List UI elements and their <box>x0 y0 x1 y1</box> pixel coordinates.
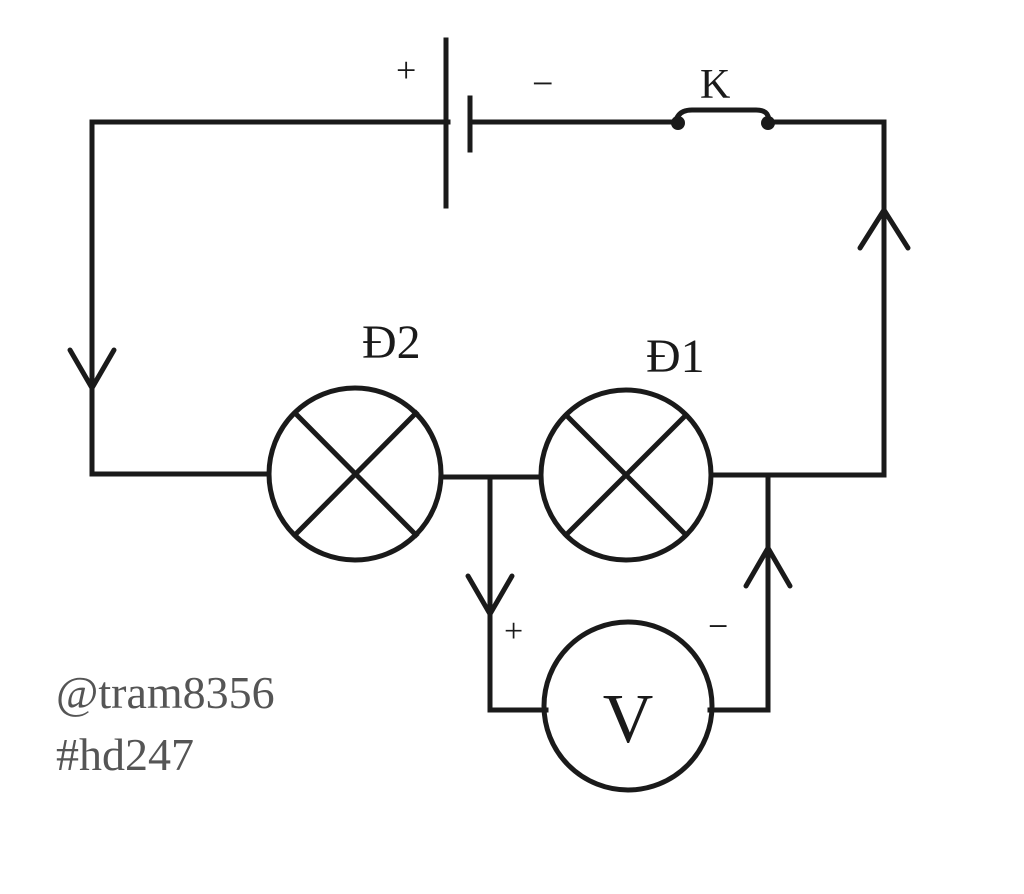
switch-contact-right <box>761 116 775 130</box>
current-arrows <box>67 207 911 617</box>
wire-lamp1-to-right <box>709 119 887 478</box>
voltmeter-wire-right <box>707 472 771 713</box>
voltmeter-circle <box>541 619 715 793</box>
lamp-d1-label: Đ1 <box>646 330 705 383</box>
wire-top-left <box>89 119 451 477</box>
battery-plus-label: + <box>396 50 416 90</box>
lamp-d1-cross-b <box>562 411 690 539</box>
voltmeter-branch: V + − <box>487 472 771 793</box>
watermark-tag: #hd247 <box>56 729 194 780</box>
battery-minus-label: − <box>532 63 553 105</box>
lamp-d2-label: Đ2 <box>362 316 421 369</box>
lamp-d2: Đ2 <box>266 316 444 563</box>
arrow-down-branch-icon <box>465 573 515 617</box>
switch-contact-left <box>671 116 685 130</box>
lamp-d1: Đ1 <box>538 330 714 563</box>
watermark-handle: @tram8356 <box>56 667 275 718</box>
arrow-down-left-icon <box>67 347 117 391</box>
voltmeter-wire-left <box>487 474 549 713</box>
voltmeter-plus-label: + <box>504 613 523 650</box>
switch-k: K <box>671 62 775 130</box>
arrow-up-right-icon <box>857 207 911 251</box>
switch-label: K <box>700 62 730 108</box>
lamp-d2-circle <box>266 385 444 563</box>
lamp-d1-circle <box>538 387 714 563</box>
voltmeter-minus-label: − <box>708 606 728 646</box>
switch-lever <box>674 107 772 120</box>
battery: + − <box>396 37 553 209</box>
voltmeter-symbol: V <box>603 681 654 758</box>
watermark: @tram8356 #hd247 <box>56 667 275 780</box>
arrow-up-branch-icon <box>743 545 793 589</box>
main-wires <box>89 119 887 480</box>
lamp-d2-cross-b <box>291 409 420 539</box>
